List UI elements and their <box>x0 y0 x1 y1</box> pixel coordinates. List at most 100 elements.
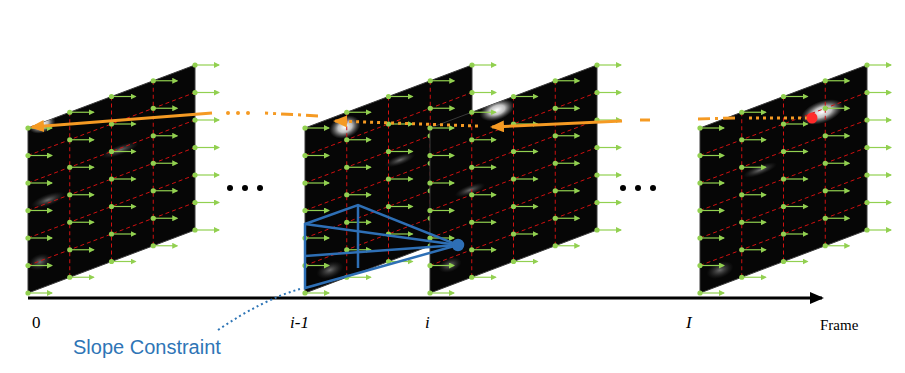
grid-node <box>553 243 558 248</box>
grid-line <box>430 120 597 183</box>
grid-node <box>428 78 433 83</box>
motion-vector <box>867 119 891 120</box>
grid-node <box>192 62 197 67</box>
motion-vector <box>305 127 329 128</box>
intensity-blob <box>326 111 364 143</box>
ellipsis-dots <box>227 185 656 191</box>
grid-node <box>344 110 349 115</box>
frame-content <box>314 111 417 282</box>
trajectory-arrow <box>32 113 212 127</box>
motion-vector <box>700 127 724 128</box>
grid-node <box>25 290 30 295</box>
motion-vector <box>784 96 808 97</box>
frame-axis <box>28 297 822 300</box>
grid-line <box>700 93 867 156</box>
motion-vector <box>742 249 766 250</box>
motion-vector <box>305 237 329 238</box>
grid-node <box>781 149 786 154</box>
grid-node <box>192 200 197 205</box>
motion-vector <box>112 96 136 97</box>
motion-vector <box>700 292 724 293</box>
grid-line <box>700 203 867 266</box>
motion-vector <box>112 206 136 207</box>
motion-vector <box>195 202 219 203</box>
motion-vector <box>28 237 52 238</box>
motion-vector <box>153 80 177 81</box>
trajectory-dotted <box>745 117 808 120</box>
frame-index: 0 <box>32 314 41 333</box>
grid-node <box>151 78 156 83</box>
grid-node <box>427 263 432 268</box>
motion-vector <box>28 265 52 266</box>
grid-node <box>344 192 349 197</box>
motion-vector <box>28 210 52 211</box>
motion-vector <box>112 233 136 234</box>
grid-node <box>151 216 156 221</box>
trajectory-dashed <box>265 113 318 116</box>
tracked-point <box>807 113 818 124</box>
grid-node <box>469 220 474 225</box>
motion-vector <box>472 194 496 195</box>
motion-vector <box>430 127 454 128</box>
frame-panel <box>28 65 195 293</box>
motion-vector <box>472 249 496 250</box>
grid-node <box>469 192 474 197</box>
grid-node <box>697 290 702 295</box>
grid-line <box>700 148 867 211</box>
grid-node <box>192 172 197 177</box>
motion-vector <box>825 80 849 81</box>
grid-node <box>469 247 474 252</box>
grid-node <box>469 90 474 95</box>
grid-node <box>151 188 156 193</box>
grid-node <box>864 145 869 150</box>
grid-node <box>594 200 599 205</box>
grid-node <box>864 62 869 67</box>
motion-vector <box>28 182 52 183</box>
grid-node <box>109 94 114 99</box>
grid-node <box>553 106 558 111</box>
motion-vector <box>597 229 621 230</box>
motion-vector <box>70 112 94 113</box>
grid-node <box>67 110 72 115</box>
grid-node <box>151 106 156 111</box>
motion-vector <box>597 64 621 65</box>
motion-vector <box>153 108 177 109</box>
motion-vector <box>430 265 454 266</box>
motion-vector <box>389 206 413 207</box>
motion-vector <box>514 206 538 207</box>
motion-vector <box>70 167 94 168</box>
motion-vector <box>389 178 413 179</box>
grid-node <box>469 110 474 115</box>
grid-node <box>67 165 72 170</box>
grid-node <box>192 227 197 232</box>
motion-vector <box>195 229 219 230</box>
grid-node <box>511 259 516 264</box>
grid-node <box>697 125 702 130</box>
grid-node <box>823 216 828 221</box>
grid-node <box>109 259 114 264</box>
motion-vector <box>153 163 177 164</box>
motion-vector <box>430 292 454 293</box>
motion-vector <box>867 174 891 175</box>
motion-vector <box>555 108 579 109</box>
motion-vector <box>389 96 413 97</box>
motion-vector <box>700 237 724 238</box>
grid-node <box>302 153 307 158</box>
grid-node <box>511 176 516 181</box>
leader-line <box>218 289 300 330</box>
motion-vector <box>430 182 454 183</box>
trajectory-dotted <box>335 121 478 126</box>
grid-node <box>864 117 869 122</box>
motion-vector <box>28 292 52 293</box>
intensity-blob <box>741 159 778 181</box>
motion-vector <box>28 155 52 156</box>
grid-node <box>25 208 30 213</box>
grid-node <box>67 247 72 252</box>
grid-line <box>28 175 195 238</box>
motion-vector <box>347 194 371 195</box>
motion-vector <box>597 147 621 148</box>
grid-node <box>511 94 516 99</box>
grid-line <box>700 120 867 183</box>
grid-node <box>344 137 349 142</box>
grid-node <box>594 227 599 232</box>
